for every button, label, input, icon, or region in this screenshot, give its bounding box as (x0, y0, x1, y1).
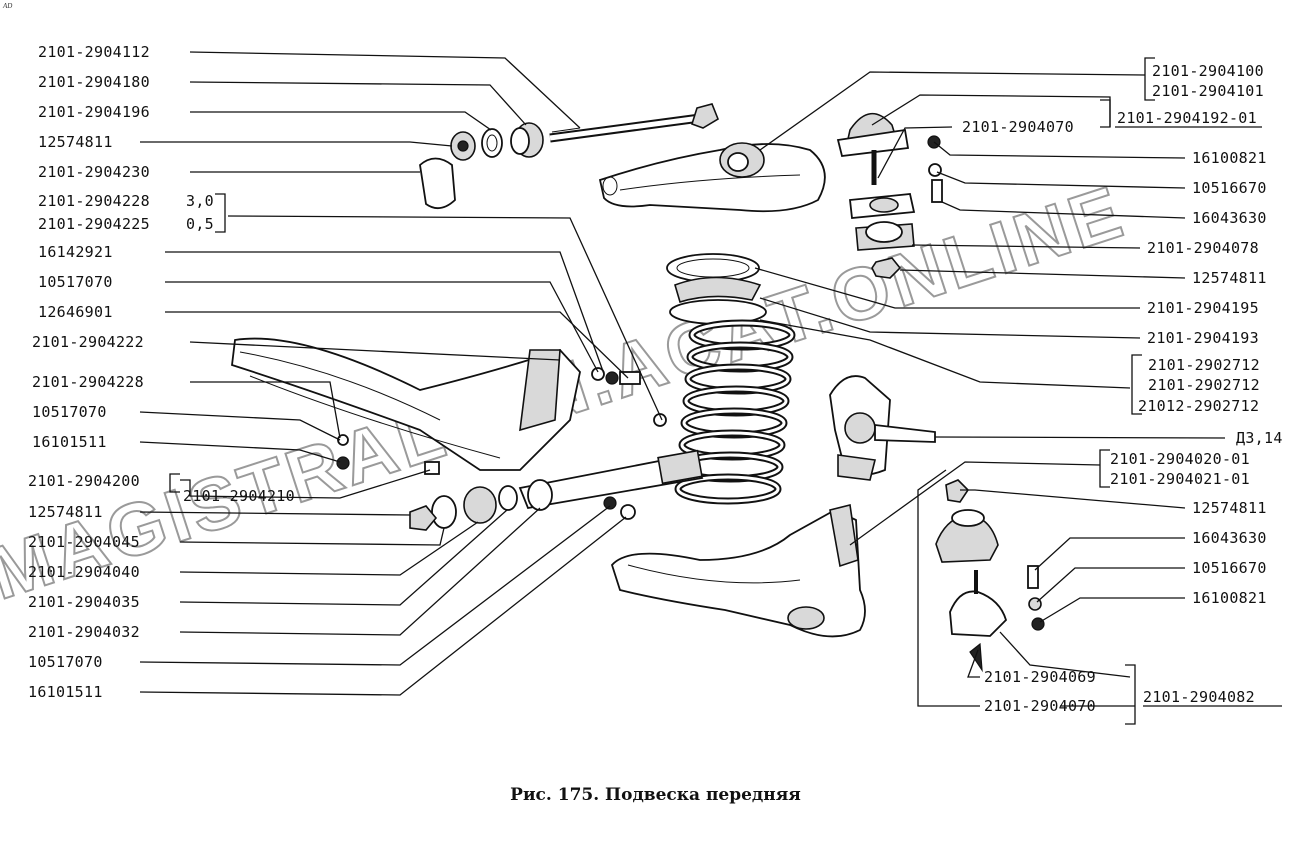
label-2101-2904180: 2101-2904180 (38, 73, 150, 91)
label-16100821-b: 16100821 (1192, 589, 1267, 607)
label-2101-2904225: 2101-2904225 (38, 215, 150, 233)
upper-control-arm (598, 142, 826, 213)
label-2101-2904112: 2101-2904112 (38, 43, 150, 61)
label-2101-2904032: 2101-2904032 (28, 623, 140, 641)
label-16101511-b: 16101511 (28, 683, 103, 701)
label-2101-2904020-01: 2101-2904020-01 (1110, 450, 1250, 468)
label-shim-3-0: 3,0 (186, 192, 214, 210)
label-2101-2904069: 2101-2904069 (984, 668, 1096, 686)
label-2101-2904100: 2101-2904100 (1152, 62, 1264, 80)
label-2101-2904082: 2101-2904082 (1143, 688, 1255, 706)
upper-arm-bolt (549, 103, 719, 143)
label-2101-2902712-a: 2101-2902712 (1148, 356, 1260, 374)
strut-rod (409, 449, 704, 531)
label-10517070-b: 10517070 (32, 403, 107, 421)
label-16101511-a: 16101511 (32, 433, 107, 451)
left-labels: 2101-2904112 2101-2904180 2101-2904196 1… (28, 43, 295, 701)
label-10517070-a: 10517070 (38, 273, 113, 291)
right-labels: 2101-2904100 2101-2904101 2101-2904070 2… (962, 62, 1283, 715)
label-shim-0-5: 0,5 (186, 215, 214, 233)
label-12646901: 12646901 (38, 303, 113, 321)
label-2101-2904101: 2101-2904101 (1152, 82, 1264, 100)
spring-insulator-and-cup (666, 253, 767, 325)
label-2101-2904196: 2101-2904196 (38, 103, 150, 121)
leader-lines (139, 51, 1226, 707)
spring-coil (676, 475, 780, 503)
figure-caption: Рис. 175. Подвеска передняя (510, 785, 801, 805)
label-21012-2902712: 21012-2902712 (1138, 397, 1259, 415)
label-d3-14: Д3,14 (1236, 429, 1283, 447)
label-2101-2904230: 2101-2904230 (38, 163, 150, 181)
label-2101-2904228-a: 2101-2904228 (38, 192, 150, 210)
label-12574811-d: 12574811 (1192, 499, 1267, 517)
label-10517070-c: 10517070 (28, 653, 103, 671)
label-10516670-b: 10516670 (1192, 559, 1267, 577)
label-2101-2904040: 2101-2904040 (28, 563, 140, 581)
label-2101-2904200: 2101-2904200 (28, 472, 140, 490)
label-12574811-a: 12574811 (38, 133, 113, 151)
brackets (169, 57, 1282, 725)
label-2101-2904222: 2101-2904222 (32, 333, 144, 351)
label-10516670-a: 10516670 (1192, 179, 1267, 197)
label-12574811-c: 12574811 (1192, 269, 1267, 287)
lower-control-arm (610, 504, 866, 638)
label-2101-2904193: 2101-2904193 (1147, 329, 1259, 347)
label-2101-2904192-01: 2101-2904192-01 (1117, 109, 1257, 127)
label-2101-2902712-b: 2101-2902712 (1148, 376, 1260, 394)
label-16100821-a: 16100821 (1192, 149, 1267, 167)
label-12574811-b: 12574811 (28, 503, 103, 521)
label-2101-2904078: 2101-2904078 (1147, 239, 1259, 257)
label-2101-2904195: 2101-2904195 (1147, 299, 1259, 317)
label-2101-2904045: 2101-2904045 (28, 533, 140, 551)
corner-mark: AD (3, 2, 13, 10)
lower-ball-joint (935, 479, 1045, 673)
label-2101-2904228-b: 2101-2904228 (32, 373, 144, 391)
label-2101-2904210: 2101-2904210 (183, 487, 295, 505)
label-16043630-a: 16043630 (1192, 209, 1267, 227)
label-16043630-b: 16043630 (1192, 529, 1267, 547)
label-2101-2904021-01: 2101-2904021-01 (1110, 470, 1250, 488)
label-2101-2904070-a: 2101-2904070 (962, 118, 1074, 136)
label-2101-2904070-b: 2101-2904070 (984, 697, 1096, 715)
coil-spring (674, 319, 796, 505)
steering-knuckle (829, 375, 936, 481)
label-2101-2904035: 2101-2904035 (28, 593, 140, 611)
label-16142921: 16142921 (38, 243, 113, 261)
upper-arm-bushing-parts (419, 122, 544, 210)
upper-ball-joint (836, 112, 943, 279)
